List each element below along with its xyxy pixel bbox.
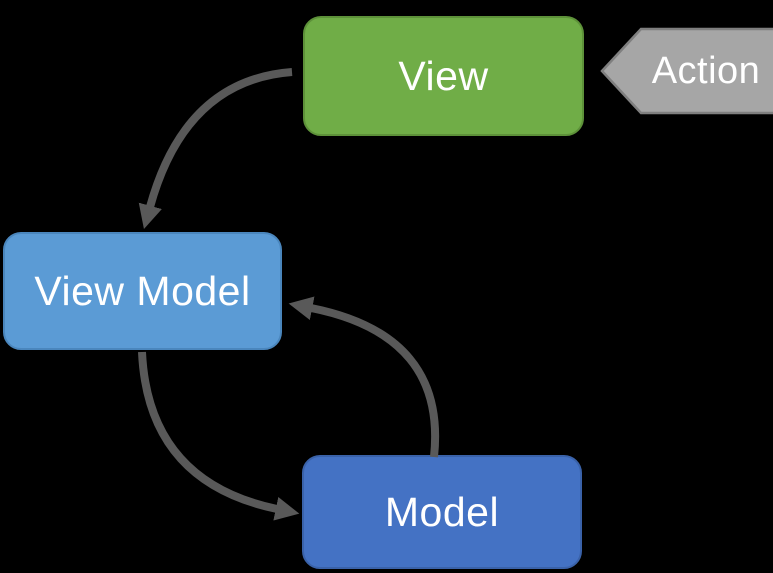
view-node-label: View <box>398 52 489 99</box>
model-node-label: Model <box>384 488 500 535</box>
view-model-node: View Model <box>3 232 282 350</box>
viewmodel-to-model-arrow <box>138 351 300 521</box>
view-node: View <box>303 16 584 136</box>
action-label: Action <box>651 49 761 92</box>
model-node: Model <box>302 455 582 569</box>
view-model-node-label: View Model <box>34 267 251 314</box>
view-to-viewmodel-arrow <box>138 68 293 229</box>
model-to-viewmodel-arrow <box>288 296 440 458</box>
